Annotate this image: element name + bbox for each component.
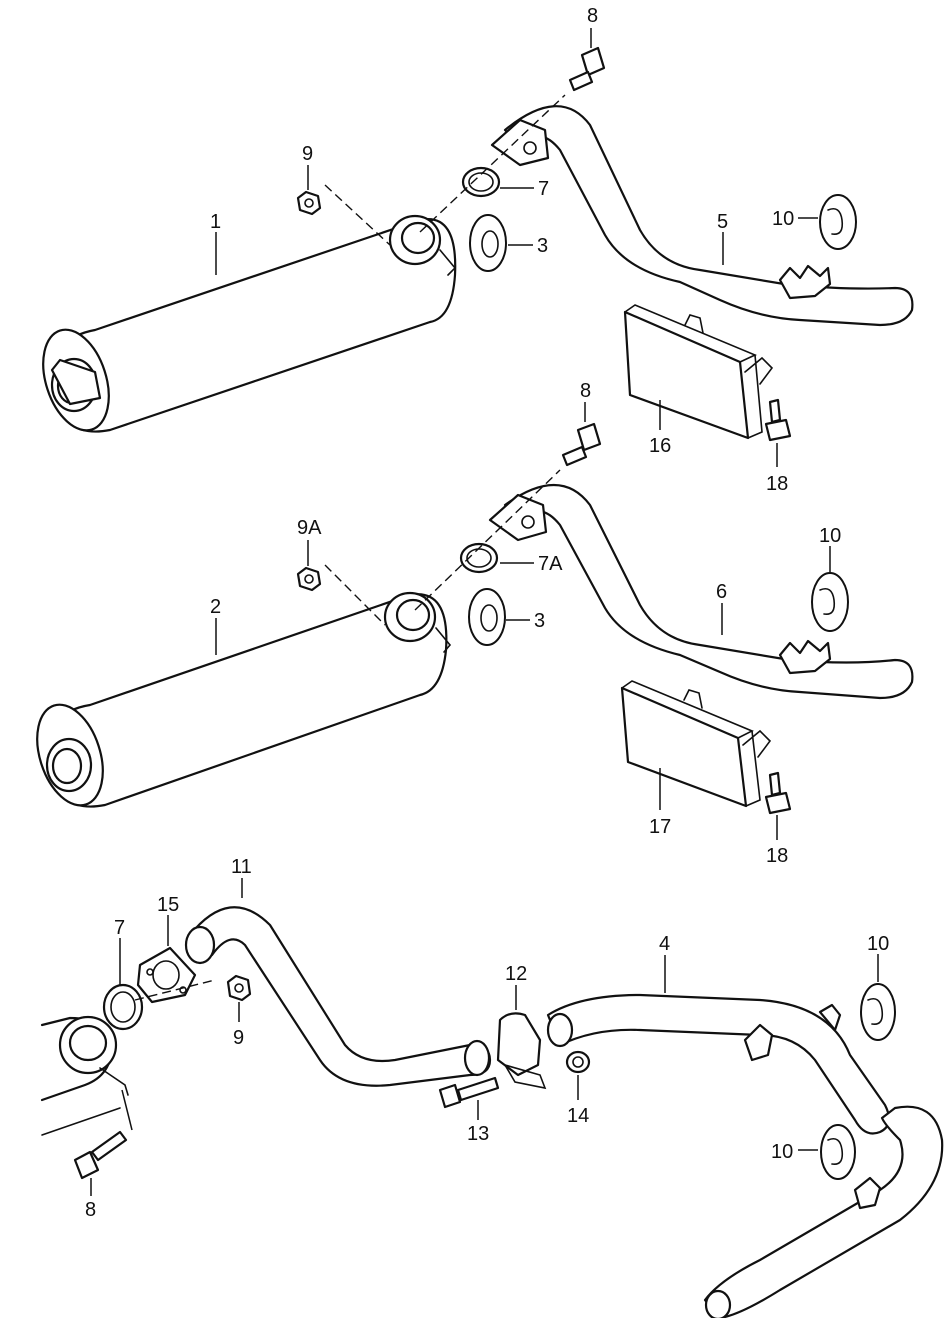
muffler-1 [42, 214, 457, 433]
hanger-10-bottom-left [820, 1124, 856, 1180]
callout-9-top: 9 [302, 143, 313, 165]
callout-labels: 8 9 7 1 3 5 10 16 18 8 9A 7A 2 3 10 6 17… [85, 5, 889, 1221]
callout-12: 12 [505, 963, 527, 985]
callout-2: 2 [210, 596, 221, 618]
partial-muffler-bottom [40, 1015, 129, 1136]
bolt-18-middle [764, 771, 792, 815]
callout-8-middle: 8 [580, 380, 591, 402]
bolt-8-bottom [73, 1130, 128, 1180]
callout-9A: 9A [297, 517, 322, 539]
ring-7-bottom [102, 983, 144, 1031]
callout-10-bottom-left: 10 [771, 1141, 793, 1163]
muffler-2 [36, 591, 452, 808]
ring-7-top [461, 166, 501, 198]
callout-1: 1 [210, 211, 221, 233]
callout-3-middle: 3 [534, 610, 545, 632]
hanger-10-bottom-right [860, 983, 896, 1041]
bolt-13 [438, 1076, 500, 1109]
leader-lines [90, 28, 879, 1196]
callout-16: 16 [649, 435, 671, 457]
bolt-8-middle [561, 422, 602, 467]
callout-10-top: 10 [772, 208, 794, 230]
front-pipe-6 [488, 484, 914, 700]
callout-10-bottom-right: 10 [867, 933, 889, 955]
callout-18-top: 18 [766, 473, 788, 495]
hanger-10-middle [811, 572, 849, 632]
callout-13: 13 [467, 1123, 489, 1145]
callout-7A: 7A [538, 553, 563, 575]
callout-15: 15 [157, 894, 179, 916]
gasket-3-middle [468, 588, 506, 646]
callout-8-top: 8 [587, 5, 598, 27]
nut-14 [565, 1050, 591, 1074]
clamp-12 [496, 1012, 547, 1090]
callout-10-middle: 10 [819, 525, 841, 547]
bolt-18-top [764, 398, 792, 442]
callout-6: 6 [716, 581, 727, 603]
flange-15 [136, 946, 197, 1004]
nut-9-top [296, 190, 322, 216]
heat-shield-16 [623, 304, 774, 440]
callout-7-bottom: 7 [114, 917, 125, 939]
nut-9A [296, 566, 322, 592]
heat-shield-17 [620, 680, 772, 808]
callout-17: 17 [649, 816, 671, 838]
rear-pipe-4 [546, 993, 944, 1318]
callout-9-bottom: 9 [233, 1027, 244, 1049]
intermediate-pipe-11 [184, 906, 492, 1087]
callout-18-middle: 18 [766, 845, 788, 867]
front-pipe-5 [490, 105, 914, 327]
callout-5: 5 [717, 211, 728, 233]
gasket-3-top [469, 214, 507, 272]
callout-7-top: 7 [538, 178, 549, 200]
bolt-8-top [568, 46, 606, 92]
callout-4: 4 [659, 933, 670, 955]
callout-11: 11 [231, 856, 252, 878]
callout-14: 14 [567, 1105, 589, 1127]
callout-3-top: 3 [537, 235, 548, 257]
hanger-10-top [819, 194, 857, 250]
nut-9-bottom [226, 974, 252, 1002]
callout-8-bottom: 8 [85, 1199, 96, 1221]
